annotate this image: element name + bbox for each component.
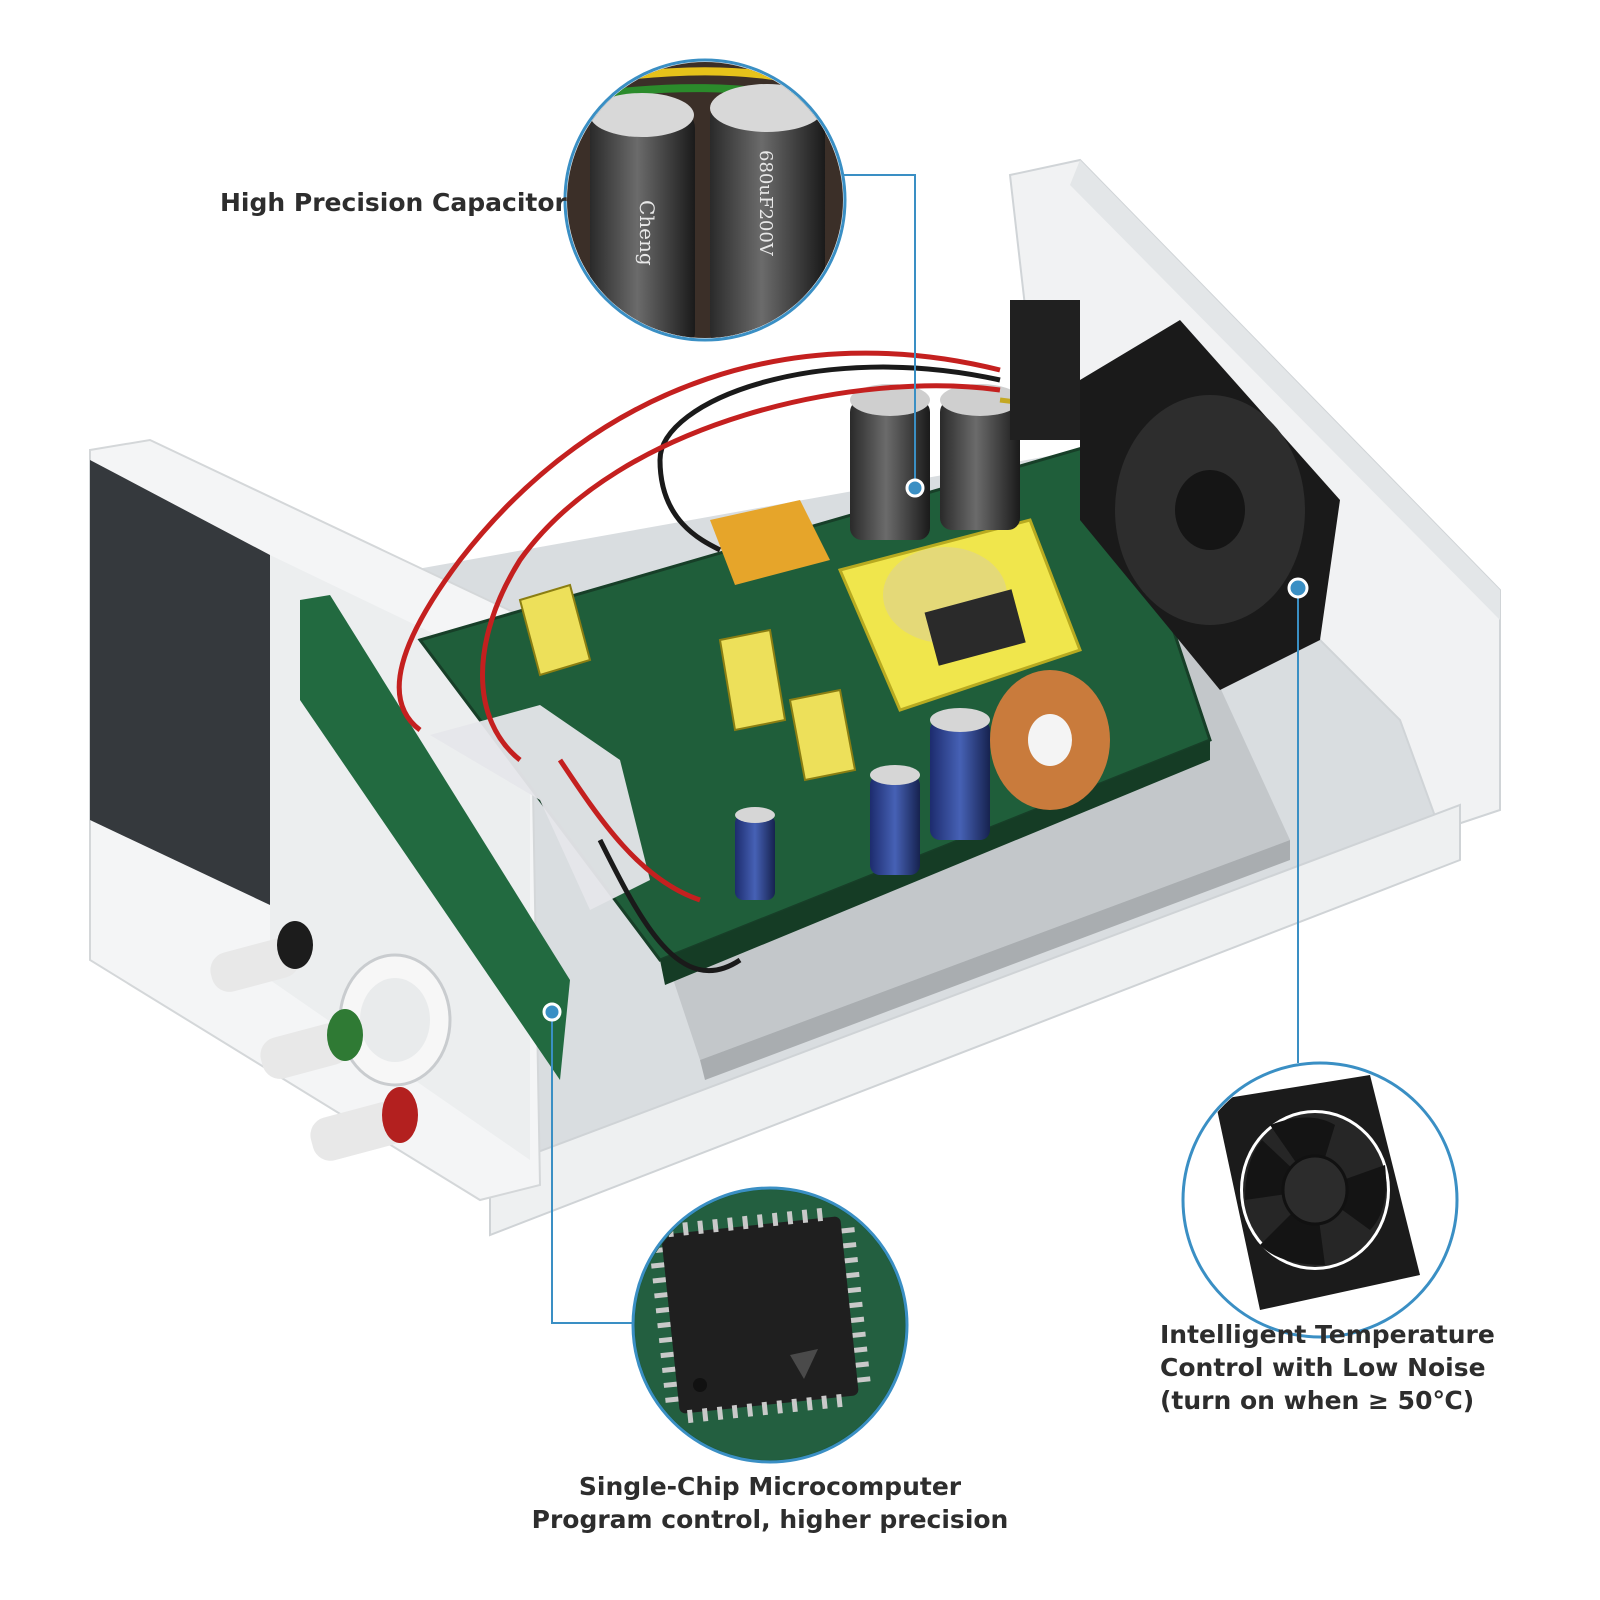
wiring [396,350,1081,974]
microcomputer-callout-label: Single-Chip Microcomputer Program contro… [520,1470,1020,1536]
microcontroller-zoom-circle [631,1186,909,1464]
main-circuit-board [300,384,1212,1080]
fan-callout-line-2: Control with Low Noise [1160,1353,1486,1382]
capacitor-zoom-circle: Cheng 680uF200V [563,58,847,342]
cooling-fan-installed [1010,300,1340,690]
front-panel [89,438,542,1202]
fan-callout-line-3: (turn on when ≥ 50℃) [1160,1386,1475,1415]
capacitor-brand-marking: Cheng [635,200,659,266]
microcomputer-callout-line-1: Single-Chip Microcomputer [578,1472,962,1501]
microcomputer-callout-line-2: Program control, higher precision [531,1505,1009,1534]
fan-zoom-circle [1181,1061,1459,1339]
fan-callout-label: Intelligent Temperature Control with Low… [1160,1318,1495,1417]
terminal-red [310,1087,418,1161]
capacitor-rating-marking: 680uF200V [755,150,776,257]
terminal-black [210,921,313,992]
terminal-green [260,1009,363,1079]
fan-callout-line-1: Intelligent Temperature [1160,1320,1495,1349]
callout-lines [542,174,1309,1324]
capacitor-callout-label: High Precision Capacitor [220,188,567,217]
main-capacitors [850,384,1020,540]
